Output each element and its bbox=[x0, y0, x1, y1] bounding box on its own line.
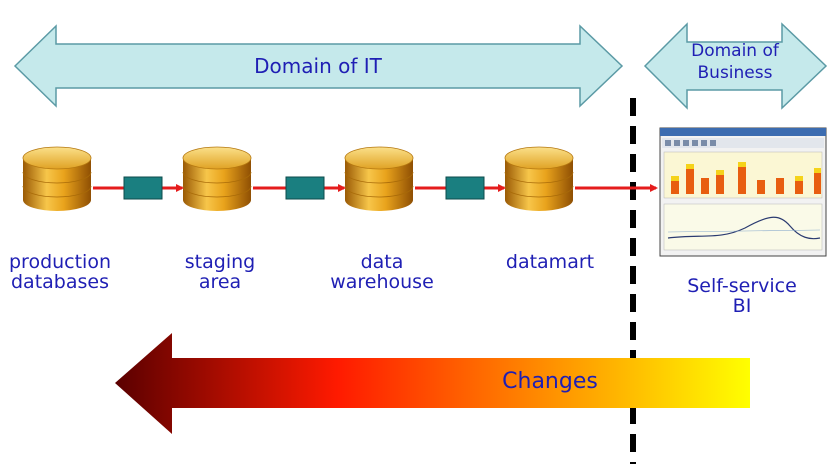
store-label-line2: warehouse bbox=[330, 271, 434, 293]
business-domain-arrow bbox=[643, 22, 828, 110]
store-label-staging: staging area bbox=[170, 252, 270, 292]
store-label-line2: databases bbox=[11, 271, 109, 293]
database-cylinder-icon bbox=[22, 146, 92, 211]
changes-arrow bbox=[115, 333, 750, 434]
dashboard-screenshot bbox=[659, 127, 827, 257]
database-cylinder-icon bbox=[504, 146, 574, 211]
store-label-line1: staging bbox=[184, 251, 256, 273]
changes-label: Changes bbox=[502, 369, 598, 394]
etl-process-box bbox=[123, 176, 163, 200]
business-domain-label: Domain of Business bbox=[680, 40, 790, 84]
store-label-line2: area bbox=[198, 271, 242, 293]
business-label-line1: Domain of bbox=[691, 41, 779, 61]
bi-label-line2: BI bbox=[732, 295, 752, 317]
bi-label-line1: Self-service bbox=[687, 275, 797, 297]
etl-process-box bbox=[285, 176, 325, 200]
database-cylinder-icon bbox=[344, 146, 414, 211]
it-domain-arrow bbox=[13, 24, 624, 108]
etl-process-box bbox=[445, 176, 485, 200]
store-label-warehouse: data warehouse bbox=[322, 252, 442, 292]
store-label-line1: datamart bbox=[505, 251, 595, 273]
store-label-line1: data bbox=[360, 251, 404, 273]
bi-label: Self-service BI bbox=[670, 276, 814, 316]
it-domain-label: Domain of IT bbox=[254, 54, 382, 78]
business-label-line2: Business bbox=[697, 63, 773, 83]
store-label-production: production databases bbox=[0, 252, 123, 292]
store-label-line1: production bbox=[8, 251, 112, 273]
database-cylinder-icon bbox=[182, 146, 252, 211]
store-label-datamart: datamart bbox=[495, 252, 605, 272]
